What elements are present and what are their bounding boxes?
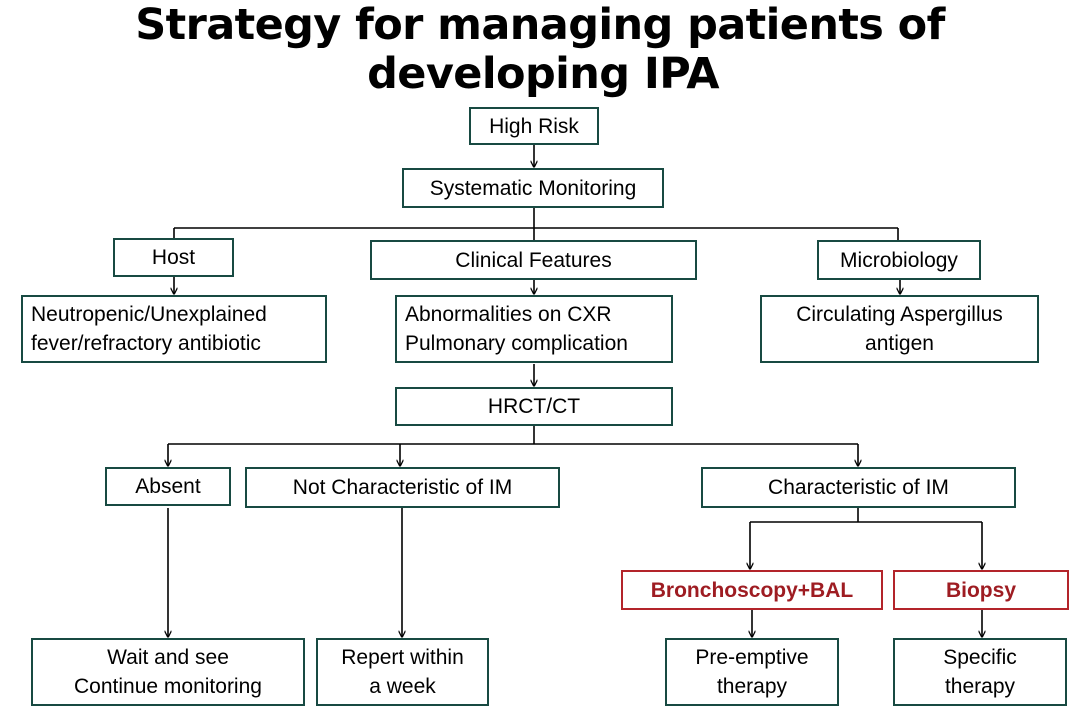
node-high-risk-label: High Risk xyxy=(489,114,579,138)
node-clinical-features-label: Clinical Features xyxy=(455,248,612,272)
node-clinical-detail: Abnormalities on CXR Pulmonary complicat… xyxy=(395,295,673,363)
node-hrct: HRCT/CT xyxy=(395,387,673,426)
node-specific-therapy: Specific therapy xyxy=(893,638,1067,706)
title-line-2: developing IPA xyxy=(367,49,719,99)
node-host-label: Host xyxy=(151,246,196,269)
node-repert-line1: Repert within xyxy=(341,646,464,669)
node-specific-line2: therapy xyxy=(944,675,1016,698)
node-wait-line2: Continue monitoring xyxy=(74,675,262,698)
node-characteristic-label: Characteristic of IM xyxy=(768,476,949,499)
node-biopsy-label: Biopsy xyxy=(945,578,1016,602)
node-preemptive-therapy: Pre-emptive therapy xyxy=(665,638,839,706)
title-line-1: Strategy for managing patients of xyxy=(135,0,945,50)
node-micro-detail: Circulating Aspergillus antigen xyxy=(760,295,1039,363)
node-clinical-features: Clinical Features xyxy=(370,240,697,280)
node-hrct-label: HRCT/CT xyxy=(487,395,581,418)
node-host-detail-line2: fever/refractory antibiotic xyxy=(31,332,261,355)
node-clinical-detail-line2: Pulmonary complication xyxy=(405,332,628,355)
node-specific-line1: Specific xyxy=(943,646,1017,669)
node-microbiology-label: Microbiology xyxy=(840,248,958,272)
node-host-detail: Neutropenic/Unexplained fever/refractory… xyxy=(21,295,327,363)
node-preemptive-line2: therapy xyxy=(716,675,788,698)
node-characteristic: Characteristic of IM xyxy=(701,467,1016,508)
node-microbiology: Microbiology xyxy=(817,240,981,280)
node-biopsy: Biopsy xyxy=(893,570,1069,610)
node-micro-detail-line1: Circulating Aspergillus xyxy=(796,303,1003,326)
node-host: Host xyxy=(113,238,234,277)
node-repert-line2: a week xyxy=(369,675,436,698)
node-repert-within-week: Repert within a week xyxy=(316,638,489,706)
node-bronchoscopy-bal: Bronchoscopy+BAL xyxy=(621,570,883,610)
node-not-characteristic-label: Not Characteristic of IM xyxy=(292,476,513,499)
node-absent: Absent xyxy=(105,467,231,506)
node-micro-detail-line2: antigen xyxy=(865,332,934,355)
node-host-detail-line1: Neutropenic/Unexplained xyxy=(31,303,267,326)
node-not-characteristic: Not Characteristic of IM xyxy=(245,467,560,508)
node-wait-line1: Wait and see xyxy=(107,646,229,669)
node-systematic-monitoring-label: Systematic Monitoring xyxy=(429,176,637,200)
node-absent-label: Absent xyxy=(135,475,201,498)
node-bronchoscopy-bal-label: Bronchoscopy+BAL xyxy=(650,578,854,602)
diagram-title: Strategy for managing patients of develo… xyxy=(0,0,1080,100)
node-preemptive-line1: Pre-emptive xyxy=(695,646,809,669)
node-high-risk: High Risk xyxy=(469,107,599,145)
node-wait-and-see: Wait and see Continue monitoring xyxy=(31,638,305,706)
node-clinical-detail-line1: Abnormalities on CXR xyxy=(405,303,612,326)
node-systematic-monitoring: Systematic Monitoring xyxy=(402,168,664,208)
